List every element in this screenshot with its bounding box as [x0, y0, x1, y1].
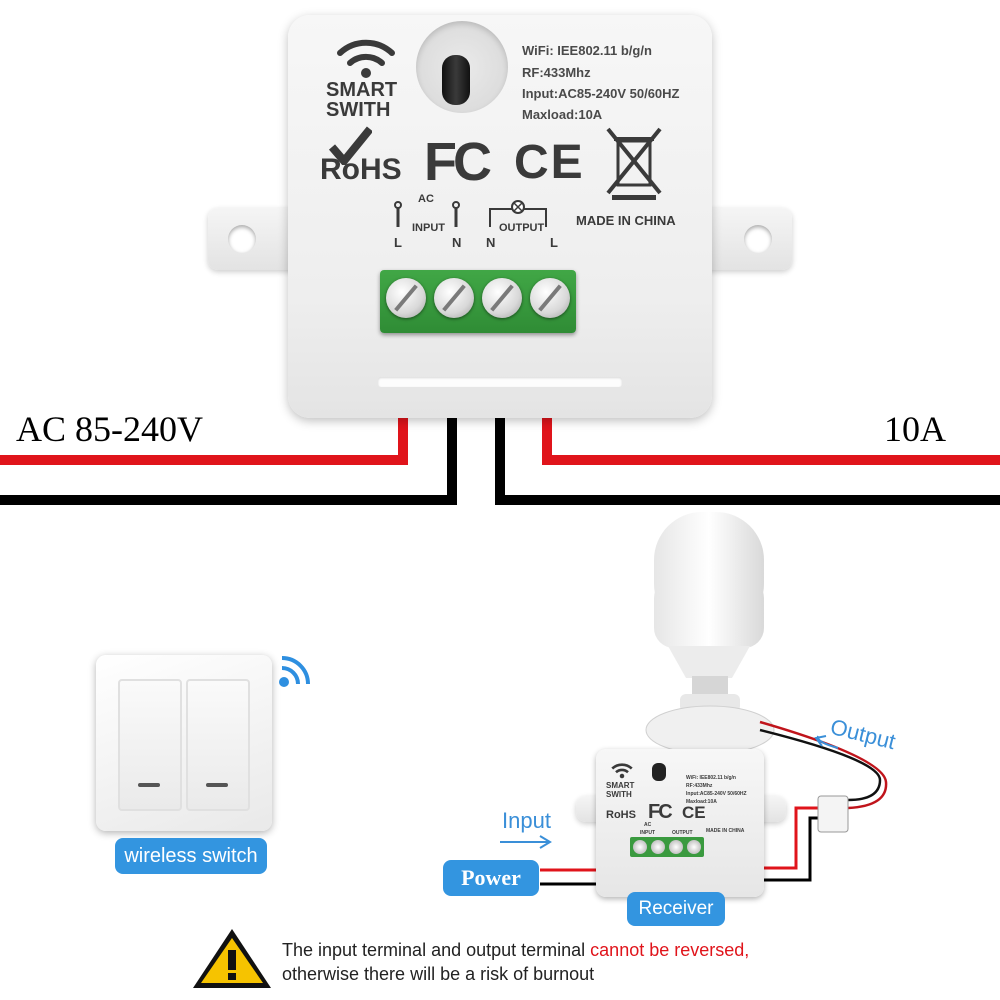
- brand-line2: SWITH: [326, 99, 391, 121]
- warning-text-part1: The input terminal and output terminal: [282, 940, 591, 960]
- mini-screw: [669, 840, 683, 854]
- input-voltage-label: AC 85-240V: [16, 409, 203, 449]
- warning-line2: otherwise there will be a risk of burnou…: [282, 964, 595, 984]
- terminal-block: [380, 270, 576, 333]
- mini-output-label: OUTPUT: [672, 830, 693, 836]
- switch-rocker-left[interactable]: [118, 679, 182, 811]
- terminal-n-output: N: [486, 235, 496, 250]
- mount-hole: [744, 225, 772, 253]
- light-bulb-icon: [645, 512, 775, 755]
- mini-screw: [633, 840, 647, 854]
- input-arrow-label: Input: [502, 808, 551, 833]
- mini-spec-rf: RF:433Mhz: [686, 783, 713, 789]
- wireless-switch-caption: wireless switch: [115, 838, 267, 874]
- terminal-l-input: L: [394, 235, 402, 250]
- mini-ac-label: AC: [644, 822, 652, 828]
- mini-ce-mark: CE: [682, 803, 706, 822]
- mini-brand-line2: SWITH: [606, 790, 632, 799]
- power-label: Power: [443, 860, 539, 896]
- mini-brand-line1: SMART: [606, 781, 635, 790]
- fc-mark: FC: [424, 132, 492, 192]
- made-in-label: MADE IN CHINA: [576, 213, 676, 228]
- warning-icon: [193, 929, 271, 988]
- mini-screw: [651, 840, 665, 854]
- warning-line1: The input terminal and output terminal c…: [282, 938, 749, 962]
- mini-button[interactable]: [652, 763, 666, 781]
- terminal-screw-l-output[interactable]: [530, 278, 570, 318]
- mini-screw: [687, 840, 701, 854]
- spec-maxload: Maxload:10A: [522, 107, 603, 122]
- switch-rocker-right[interactable]: [186, 679, 250, 811]
- warning-text: The input terminal and output terminal c…: [282, 938, 749, 986]
- terminal-n-input: N: [452, 235, 462, 250]
- receiver-module: SMART SWITH WiFi: IEE802.11 b/g/n RF:433…: [596, 749, 764, 897]
- mini-input-label: INPUT: [640, 830, 655, 836]
- mini-spec-input: Input:AC85-240V 50/60HZ: [686, 791, 747, 797]
- mini-rohs-mark: RoHS: [606, 809, 636, 821]
- spec-input: Input:AC85-240V 50/60HZ: [522, 86, 680, 101]
- ac-label: AC: [418, 193, 434, 205]
- weee-bin-icon: [606, 127, 662, 200]
- input-terminal-label: INPUT: [412, 222, 445, 234]
- wifi-icon: [611, 763, 633, 779]
- terminal-l-output: L: [550, 235, 558, 250]
- mini-fc-mark: FC: [648, 801, 673, 823]
- mini-spec-maxload: Maxload:10A: [686, 799, 717, 805]
- check-mark-icon: [328, 126, 372, 165]
- signal-icon: [279, 656, 310, 687]
- smart-switch-module: SMART SWITH WiFi: IEE802.11 b/g/n RF:433…: [288, 15, 712, 418]
- mini-spec-wifi: WiFi: IEE802.11 b/g/n: [686, 775, 736, 781]
- output-terminal-label: OUTPUT: [499, 222, 545, 234]
- spec-wifi: WiFi: IEE802.11 b/g/n: [522, 43, 652, 58]
- rohs-mark: RoHS: [320, 153, 402, 186]
- terminal-screw-n-input[interactable]: [434, 278, 474, 318]
- mini-terminal-block: [630, 837, 704, 857]
- spec-rf: RF:433Mhz: [522, 65, 591, 80]
- terminal-screw-n-output[interactable]: [482, 278, 522, 318]
- ce-mark: CE: [514, 136, 585, 189]
- max-load-label: 10A: [884, 409, 946, 449]
- pairing-button[interactable]: [442, 55, 470, 105]
- terminal-screw-l-input[interactable]: [386, 278, 426, 318]
- terminal-diagram: [394, 200, 547, 227]
- receiver-label: Receiver: [627, 892, 725, 926]
- wireless-wall-switch: [96, 655, 272, 831]
- mini-made-in-label: MADE IN CHINA: [706, 828, 745, 834]
- warning-highlight: cannot be reversed,: [590, 940, 750, 960]
- wifi-icon: [337, 39, 395, 78]
- brand-line1: SMART: [326, 79, 398, 101]
- rocker-indicator: [206, 783, 228, 787]
- rocker-indicator: [138, 783, 160, 787]
- mount-hole: [228, 225, 256, 253]
- vent-slot: [378, 377, 622, 387]
